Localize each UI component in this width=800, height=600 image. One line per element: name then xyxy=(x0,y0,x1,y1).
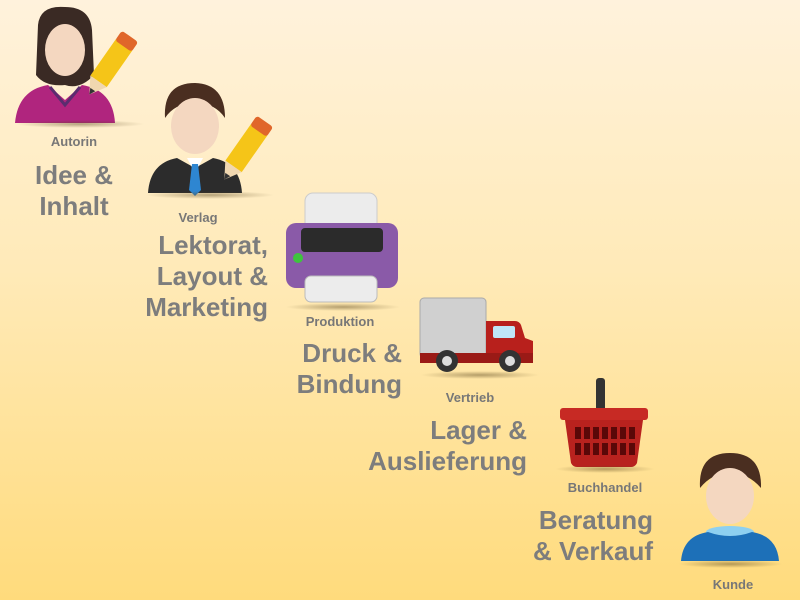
step-label-druck-bindung: Druck & Bindung xyxy=(296,338,402,399)
step-label-lektorat: Lektorat, Layout & Marketing xyxy=(145,230,268,322)
delivery-truck-icon xyxy=(415,293,540,383)
role-label-produktion: Produktion xyxy=(305,314,375,329)
role-label-verlag: Verlag xyxy=(178,210,218,225)
step-label-idee-inhalt: Idee & Inhalt xyxy=(34,160,114,221)
role-label-autorin: Autorin xyxy=(50,134,98,149)
step-label-lager-auslieferung: Lager & Auslieferung xyxy=(368,415,527,476)
customer-person-icon xyxy=(678,448,783,573)
shopping-basket-icon xyxy=(555,375,655,475)
role-label-vertrieb: Vertrieb xyxy=(445,390,495,405)
publisher-icon xyxy=(145,78,275,203)
author-icon xyxy=(10,5,145,130)
printer-icon xyxy=(283,190,403,315)
step-label-beratung-verkauf: Beratung & Verkauf xyxy=(533,505,653,566)
role-label-buchhandel: Buchhandel xyxy=(567,480,643,495)
role-label-kunde: Kunde xyxy=(712,577,754,592)
